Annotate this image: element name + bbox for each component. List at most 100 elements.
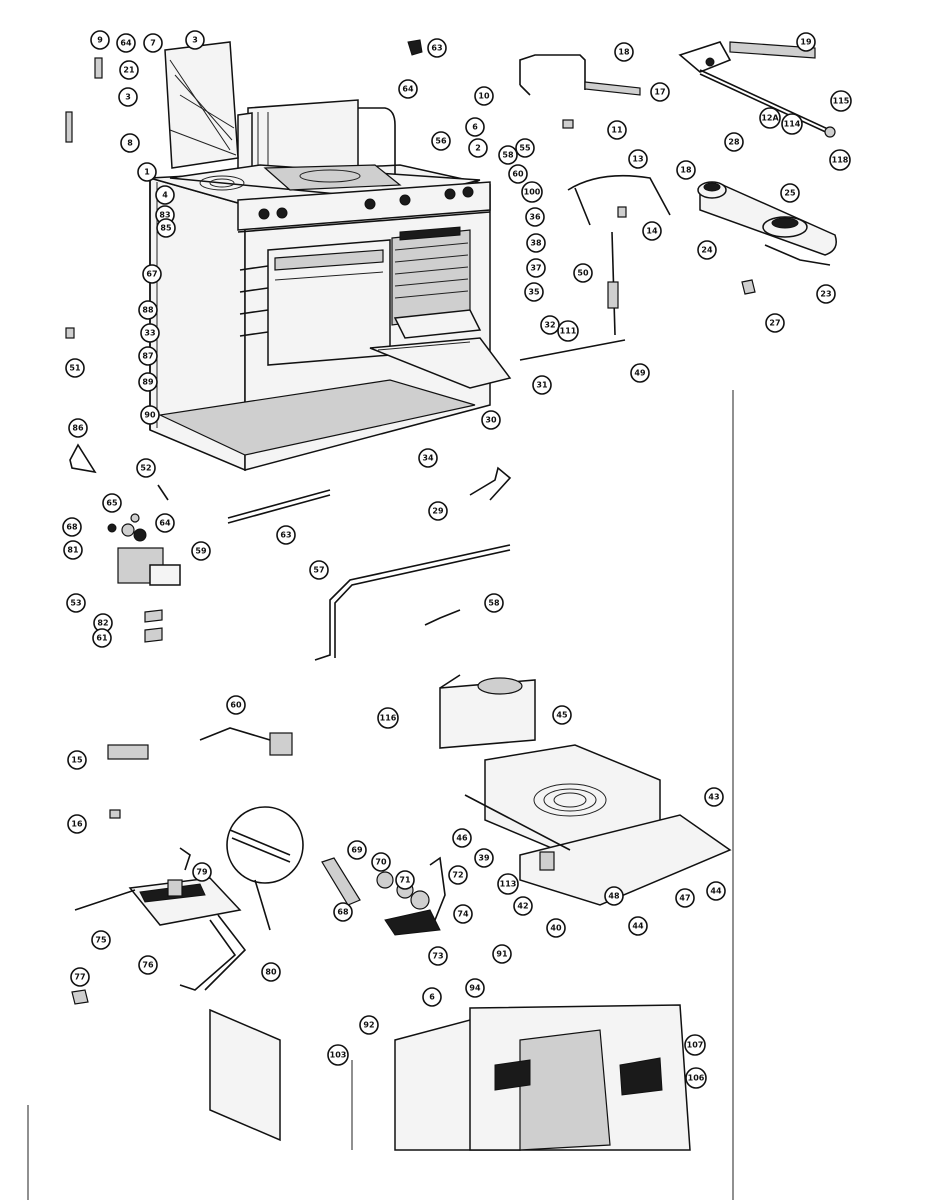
callout-111: 111 <box>557 320 579 342</box>
callout-balloon <box>116 33 136 53</box>
callout-11: 11 <box>607 120 627 140</box>
callout-label: 85 <box>160 224 172 233</box>
igniter-parts <box>321 856 446 936</box>
callout-81: 81 <box>63 540 83 560</box>
callout-7: 7 <box>143 33 163 53</box>
oven-door <box>267 239 512 389</box>
callout-label: 71 <box>399 876 411 885</box>
callout-balloon <box>448 865 468 885</box>
callout-label: 80 <box>265 968 277 977</box>
callout-label: 116 <box>380 714 397 723</box>
callout-balloon <box>452 828 472 848</box>
callout-balloon <box>829 149 851 171</box>
callout-label: 70 <box>375 858 387 867</box>
callout-balloon <box>359 1015 379 1035</box>
callout-label: 18 <box>680 166 692 175</box>
callout-balloon <box>120 133 140 153</box>
callout-label: 19 <box>800 38 812 47</box>
callout-46: 46 <box>452 828 472 848</box>
clip-14 <box>617 206 627 218</box>
callout-label: 114 <box>784 120 801 129</box>
callout-label: 60 <box>230 701 242 710</box>
callout-balloon <box>192 862 212 882</box>
callout-label: 56 <box>435 137 447 146</box>
callout-balloon <box>628 916 648 936</box>
callout-balloon <box>492 944 512 964</box>
callout-label: 50 <box>577 269 589 278</box>
callout-label: 24 <box>701 246 713 255</box>
callout-label: 59 <box>195 547 207 556</box>
callout-40: 40 <box>546 918 566 938</box>
callout-52: 52 <box>136 458 156 478</box>
callout-label: 6 <box>429 993 435 1002</box>
callout-balloon <box>515 138 535 158</box>
callout-label: 3 <box>192 36 198 45</box>
callout-label: 3 <box>125 93 131 102</box>
callout-balloon <box>465 117 485 137</box>
callout-balloon <box>90 30 110 50</box>
callout-33: 33 <box>140 323 160 343</box>
bracket-10 <box>519 54 586 96</box>
callout-label: 82 <box>97 619 108 628</box>
callout-label: 6 <box>472 123 478 132</box>
callout-label: 63 <box>280 531 291 540</box>
callout-balloon <box>371 852 391 872</box>
callout-label: 25 <box>784 189 796 198</box>
callout-balloon <box>395 870 415 890</box>
callout-label: 45 <box>556 711 568 720</box>
callout-balloon <box>675 888 695 908</box>
callout-label: 28 <box>728 138 740 147</box>
callout-label: 83 <box>159 211 170 220</box>
callout-90: 90 <box>140 405 160 425</box>
callout-label: 44 <box>710 887 722 896</box>
clip-9 <box>94 57 103 79</box>
page-border <box>27 390 734 1200</box>
valve-assembly <box>107 513 181 643</box>
callout-balloon <box>226 695 246 715</box>
callout-label: 27 <box>769 319 780 328</box>
callout-label: 39 <box>478 854 490 863</box>
callout-56: 56 <box>431 131 451 151</box>
callout-balloon <box>508 164 528 184</box>
callout-label: 61 <box>96 634 108 643</box>
callout-53: 53 <box>66 593 86 613</box>
callout-25: 25 <box>780 183 800 203</box>
callout-balloon <box>66 593 86 613</box>
callout-34: 34 <box>418 448 438 468</box>
callout-label: 53 <box>70 599 81 608</box>
callout-75: 75 <box>91 930 111 950</box>
callout-18b: 18 <box>676 160 696 180</box>
callout-label: 11 <box>611 126 623 135</box>
callout-balloon <box>191 541 211 561</box>
callout-57: 57 <box>309 560 329 580</box>
callout-label: 33 <box>144 329 155 338</box>
callout-64c: 64 <box>155 513 175 533</box>
clip-51 <box>65 327 75 339</box>
callout-label: 65 <box>106 499 118 508</box>
callout-label: 64 <box>159 519 171 528</box>
callout-69: 69 <box>347 840 367 860</box>
callout-balloon <box>137 162 157 182</box>
callout-balloon <box>92 628 112 648</box>
callout-45: 45 <box>552 705 572 725</box>
callout-balloon <box>118 87 138 107</box>
callout-balloon <box>546 918 566 938</box>
callout-68a: 68 <box>62 517 82 537</box>
panel-103 <box>209 1008 281 1142</box>
callout-88: 88 <box>138 300 158 320</box>
burner-pipe-assembly <box>678 41 836 138</box>
clip-11 <box>562 119 574 129</box>
callout-55: 55 <box>515 138 535 158</box>
callout-3a: 3 <box>185 30 205 50</box>
callout-balloon <box>557 320 579 342</box>
callout-label: 46 <box>456 834 468 843</box>
callout-label: 1 <box>144 168 150 177</box>
callout-113: 113 <box>497 873 519 895</box>
callout-balloon <box>650 82 670 102</box>
burner-24-25 <box>697 181 837 266</box>
callout-balloon <box>607 120 627 140</box>
pipe-57 <box>314 544 511 661</box>
callout-63b: 63 <box>276 525 296 545</box>
callout-31: 31 <box>532 375 552 395</box>
callout-107: 107 <box>684 1034 706 1056</box>
